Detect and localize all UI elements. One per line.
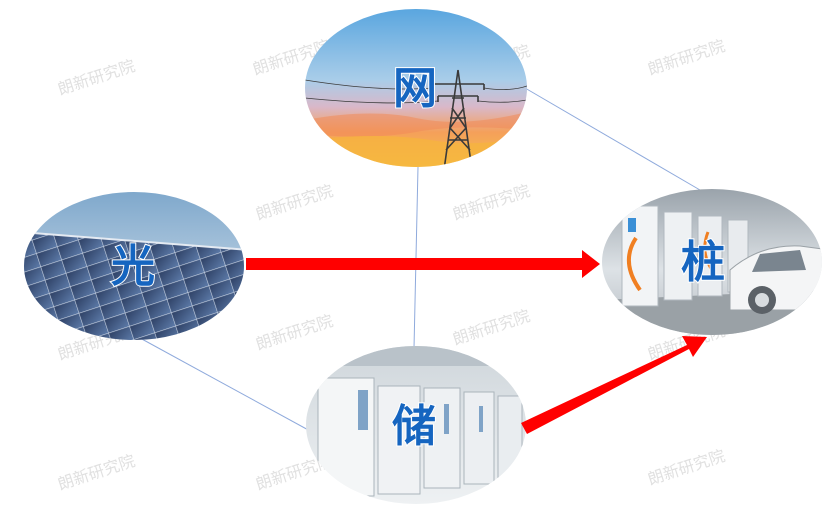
storage-cabinets-icon [317,377,523,497]
connector-solar-storage [139,337,313,433]
arrow-storage-to-charger [521,336,707,434]
watermark-text: 朗新研究院 [450,181,532,224]
watermark-text: 朗新研究院 [55,451,137,494]
grid-label: 网 [393,63,437,114]
watermark-text: 朗新研究院 [450,306,532,349]
arrow-solar-to-charger [246,250,600,278]
solar-label: 光 [111,241,155,292]
watermark-text: 朗新研究院 [253,311,335,354]
connector-lines [139,87,701,433]
watermark-text: 朗新研究院 [645,446,727,489]
watermark-text: 朗新研究院 [55,56,137,99]
watermark-text: 朗新研究院 [253,181,335,224]
connector-grid-charger [524,87,701,191]
charger-node: 桩 [602,189,822,335]
grid-node: 网 [305,9,527,167]
storage-node: 储 [306,346,526,504]
arrows [246,250,707,434]
car-icon [729,245,822,314]
charger-label: 桩 [681,237,725,288]
solar-node: 光 [24,192,244,340]
connector-grid-storage [413,166,419,349]
storage-label: 储 [392,401,436,452]
transmission-tower-icon [305,69,527,167]
watermark-text: 朗新研究院 [645,36,727,79]
